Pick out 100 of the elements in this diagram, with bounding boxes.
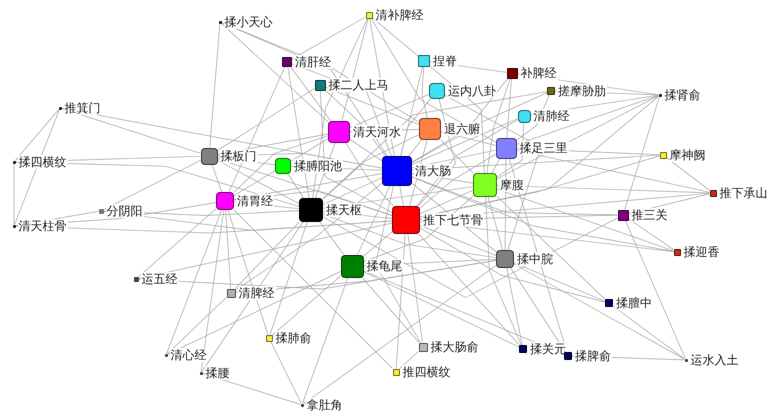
connector-line xyxy=(319,222,344,255)
connector-line xyxy=(420,190,474,214)
node-square xyxy=(282,57,292,67)
connector-line xyxy=(412,176,674,252)
connector-line xyxy=(167,271,341,355)
connector-line xyxy=(202,222,304,372)
connector-line xyxy=(496,196,606,300)
connector-line xyxy=(322,177,382,205)
connector-line xyxy=(412,176,618,216)
node-label: 搓摩胁肋 xyxy=(557,84,607,98)
connector-line xyxy=(350,139,382,162)
node-label: 清心经 xyxy=(170,348,208,362)
node-label: 揉天枢 xyxy=(325,203,363,217)
node-square xyxy=(392,206,420,234)
node-label: 运水入土 xyxy=(690,353,740,367)
connector-line xyxy=(228,210,268,335)
connector-line xyxy=(420,225,496,256)
node-label: 补脾经 xyxy=(520,66,558,80)
node-label: 揉二人上马 xyxy=(328,78,390,92)
connector-line xyxy=(14,109,60,161)
connector-line xyxy=(103,160,201,210)
connector-line xyxy=(287,66,310,198)
node-label: 捏脊 xyxy=(432,54,458,68)
connector-line xyxy=(346,142,394,206)
node-label: 揉肾俞 xyxy=(664,88,702,102)
connector-line xyxy=(666,157,710,191)
node-label: 揉腰 xyxy=(204,366,230,380)
connector-line xyxy=(420,154,496,208)
node-square xyxy=(134,276,138,282)
connector-line xyxy=(506,78,512,138)
connector-line xyxy=(322,214,496,258)
node-label: 摩腹 xyxy=(499,178,525,192)
node-square xyxy=(605,299,613,307)
node-label: 揉四横纹 xyxy=(18,155,68,169)
connector-line xyxy=(288,174,304,198)
connector-line xyxy=(514,264,685,360)
node-label: 运五经 xyxy=(140,272,178,286)
node-square xyxy=(299,198,323,222)
connector-line xyxy=(612,306,685,360)
connector-line xyxy=(444,94,541,250)
connector-line xyxy=(420,228,606,302)
connector-line xyxy=(375,186,421,343)
connector-line xyxy=(290,66,332,122)
node-square xyxy=(547,87,555,95)
node-square xyxy=(418,55,430,67)
connector-line xyxy=(234,135,328,193)
connector-line xyxy=(485,196,522,346)
node-square xyxy=(519,345,527,353)
connector-line xyxy=(412,118,518,165)
connector-line xyxy=(272,276,341,336)
connector-line xyxy=(217,158,392,216)
node-label: 清胃经 xyxy=(236,194,274,208)
connector-line xyxy=(217,88,315,151)
node-label: 清天柱骨 xyxy=(18,219,68,233)
connector-line xyxy=(362,277,420,343)
connector-line xyxy=(212,164,222,192)
connector-line xyxy=(491,158,500,174)
node-square xyxy=(418,342,428,352)
connector-line xyxy=(420,96,659,218)
connector-line xyxy=(270,341,302,404)
node-square xyxy=(226,288,236,298)
connector-line xyxy=(422,66,428,118)
node-label: 推三关 xyxy=(630,208,668,222)
connector-line xyxy=(363,271,520,348)
node-label: 清脾经 xyxy=(238,286,276,300)
node-square xyxy=(564,352,572,360)
node-label: 推下七节骨 xyxy=(422,213,484,227)
connector-line xyxy=(420,156,660,218)
node-square xyxy=(328,121,350,143)
node-square xyxy=(710,190,716,196)
node-label: 揉肺俞 xyxy=(274,331,312,345)
node-square xyxy=(473,173,497,197)
connector-line xyxy=(400,98,431,156)
connector-line xyxy=(408,140,422,156)
connector-line xyxy=(418,234,520,346)
node-square xyxy=(618,210,628,220)
connector-line xyxy=(506,268,523,346)
node-label: 推四横纹 xyxy=(402,365,452,379)
connector-line xyxy=(628,218,674,250)
node-square xyxy=(200,148,218,164)
node-square xyxy=(366,12,372,18)
connector-line xyxy=(372,18,418,56)
connector-line xyxy=(292,16,366,60)
connector-line xyxy=(514,262,606,302)
node-square xyxy=(382,156,412,186)
connector-line xyxy=(325,86,420,125)
connector-line xyxy=(209,23,220,148)
connector-line xyxy=(322,216,618,298)
node-label: 揉小天心 xyxy=(224,15,274,29)
node-square xyxy=(392,368,400,376)
node-label: 揉膊阳池 xyxy=(293,159,343,173)
connector-line xyxy=(399,186,404,206)
connector-line xyxy=(225,210,232,289)
node-label: 清天河水 xyxy=(352,125,402,139)
node-label: 揉脾俞 xyxy=(574,349,612,363)
connector-line xyxy=(166,210,222,354)
node-label: 清肝经 xyxy=(294,55,332,69)
node-square xyxy=(496,138,516,158)
node-label: 揉迎香 xyxy=(682,245,720,259)
node-square xyxy=(419,118,441,140)
